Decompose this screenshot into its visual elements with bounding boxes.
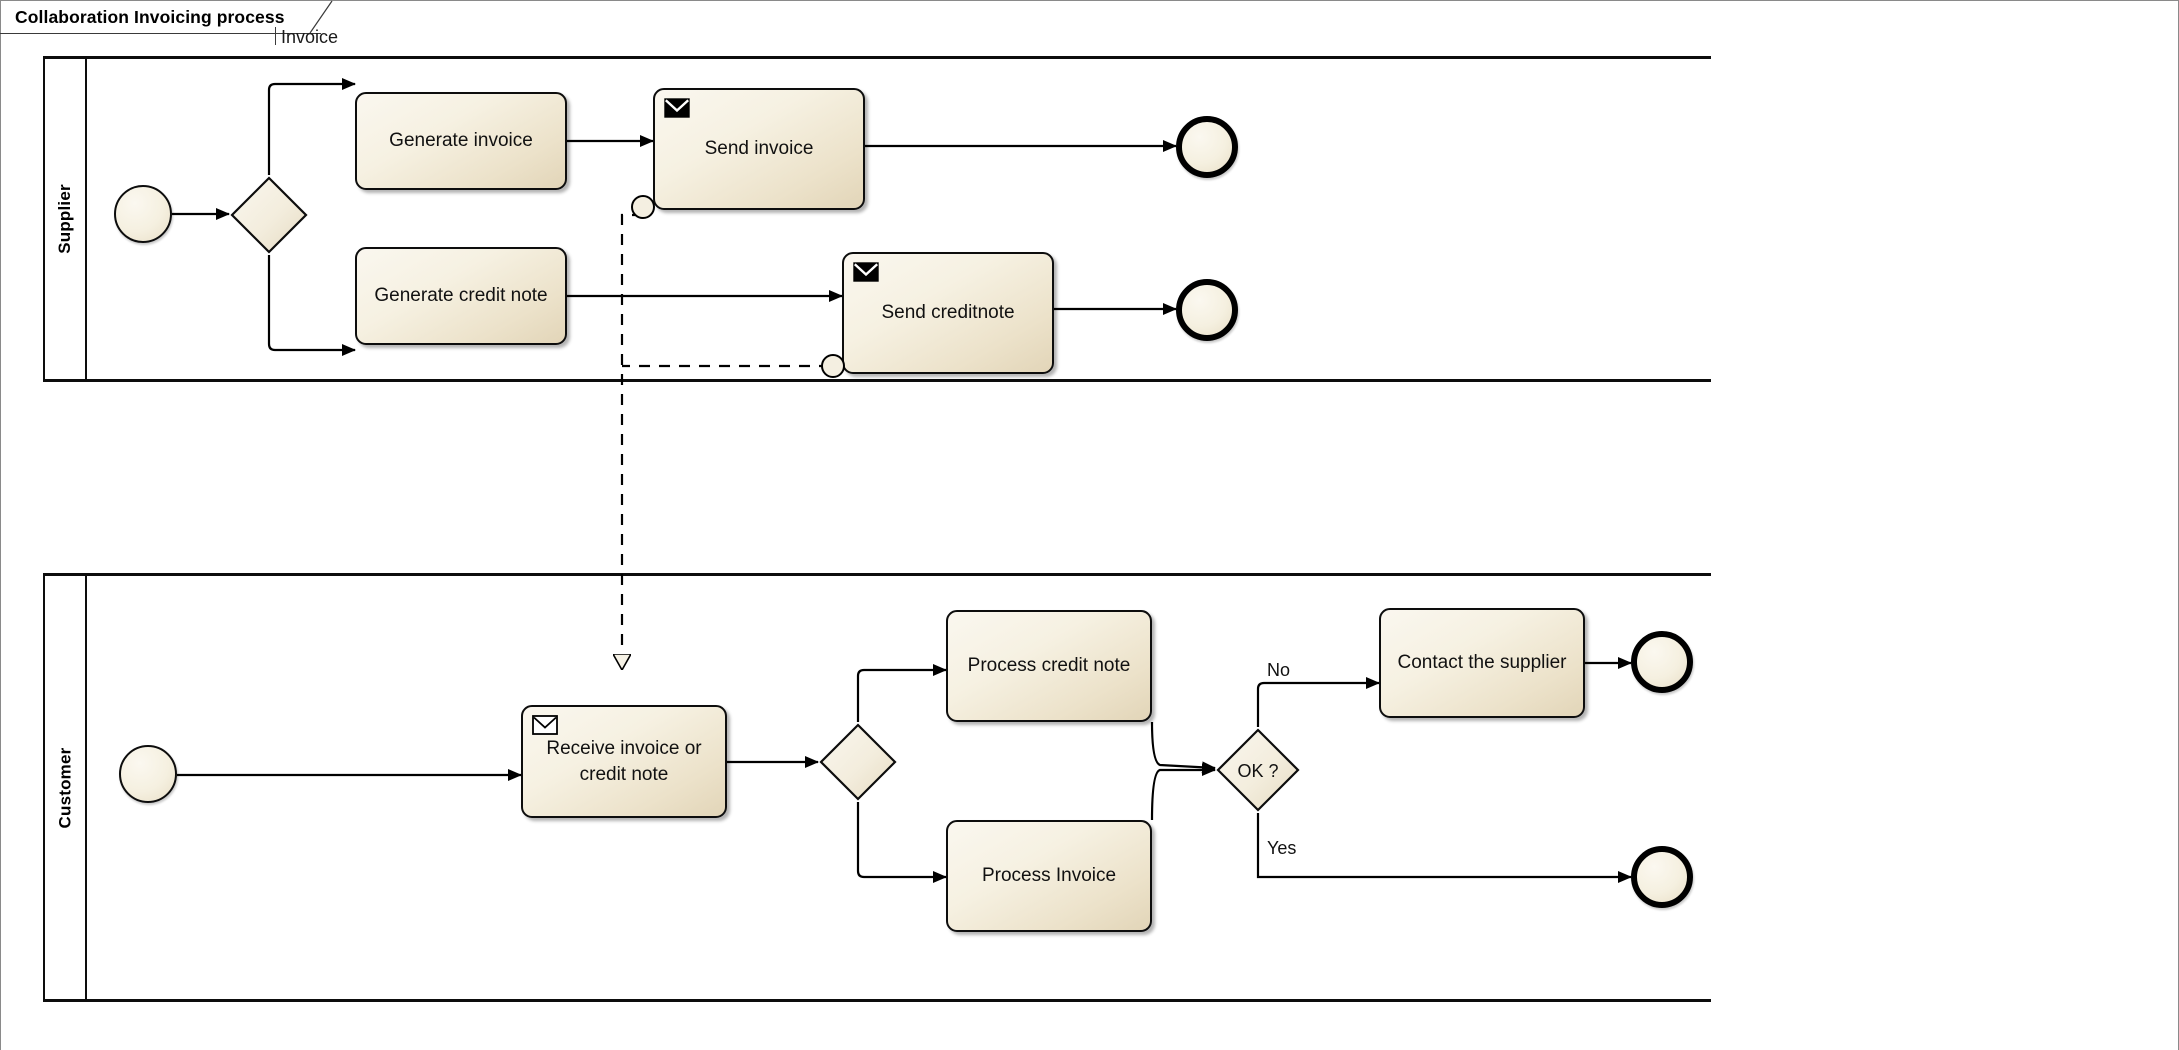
task-process-credit-note[interactable]: Process credit note: [946, 610, 1152, 722]
diagram-title-tab[interactable]: Collaboration Invoicing process: [1, 1, 321, 34]
collaboration-label-tick: [275, 27, 276, 45]
task-generate-credit-note[interactable]: Generate credit note: [355, 247, 567, 345]
pool-header-customer: Customer: [45, 576, 87, 999]
task-generate-invoice[interactable]: Generate invoice: [355, 92, 567, 190]
send-message-envelope-icon: [853, 262, 879, 282]
gateway-supplier-split[interactable]: [229, 175, 309, 255]
task-label-send-creditnote: Send creditnote: [881, 302, 1015, 324]
editor-frame-left: [0, 0, 1, 1050]
pool-header-supplier: Supplier: [45, 59, 87, 379]
task-label-generate-credit-note: Generate credit note: [374, 285, 548, 307]
task-send-creditnote[interactable]: Send creditnote: [842, 252, 1054, 374]
flow-label-no: No: [1267, 660, 1291, 680]
diagram-title: Collaboration Invoicing process: [15, 6, 285, 27]
end-event-supplier-creditnote[interactable]: [1176, 279, 1238, 341]
task-label-generate-invoice: Generate invoice: [389, 130, 533, 152]
receive-message-envelope-icon: [532, 715, 558, 735]
editor-frame-top: [0, 0, 2179, 1]
end-event-supplier-invoice[interactable]: [1176, 116, 1238, 178]
collaboration-label: Invoice: [281, 27, 339, 47]
title-tab-corner-icon: [309, 0, 333, 34]
task-label-receive: Receive invoice or credit note: [546, 737, 702, 785]
end-event-customer-contact[interactable]: [1631, 631, 1693, 693]
end-event-customer-ok[interactable]: [1631, 846, 1693, 908]
task-label-process-credit-note: Process credit note: [967, 655, 1131, 677]
task-contact-the-supplier[interactable]: Contact the supplier: [1379, 608, 1585, 718]
collaboration-label-line: [0, 33, 275, 34]
task-send-invoice[interactable]: Send invoice: [653, 88, 865, 210]
gateway-ok[interactable]: OK ?: [1215, 727, 1301, 813]
task-label-process-invoice: Process Invoice: [981, 865, 1117, 887]
gateway-ok-label: OK ?: [1237, 761, 1278, 781]
flow-label-yes: Yes: [1267, 838, 1297, 858]
pool-label-customer: Customer: [55, 747, 75, 828]
task-process-invoice[interactable]: Process Invoice: [946, 820, 1152, 932]
send-message-envelope-icon: [664, 98, 690, 118]
start-event-supplier[interactable]: [114, 185, 172, 243]
pool-label-supplier: Supplier: [55, 184, 75, 254]
task-label-send-invoice: Send invoice: [704, 138, 814, 160]
task-receive-invoice-or-credit-note[interactable]: Receive invoice or credit note: [521, 705, 727, 818]
start-event-customer[interactable]: [119, 745, 177, 803]
gateway-customer-split[interactable]: [818, 722, 898, 802]
task-label-contact-the-supplier: Contact the supplier: [1397, 652, 1567, 674]
